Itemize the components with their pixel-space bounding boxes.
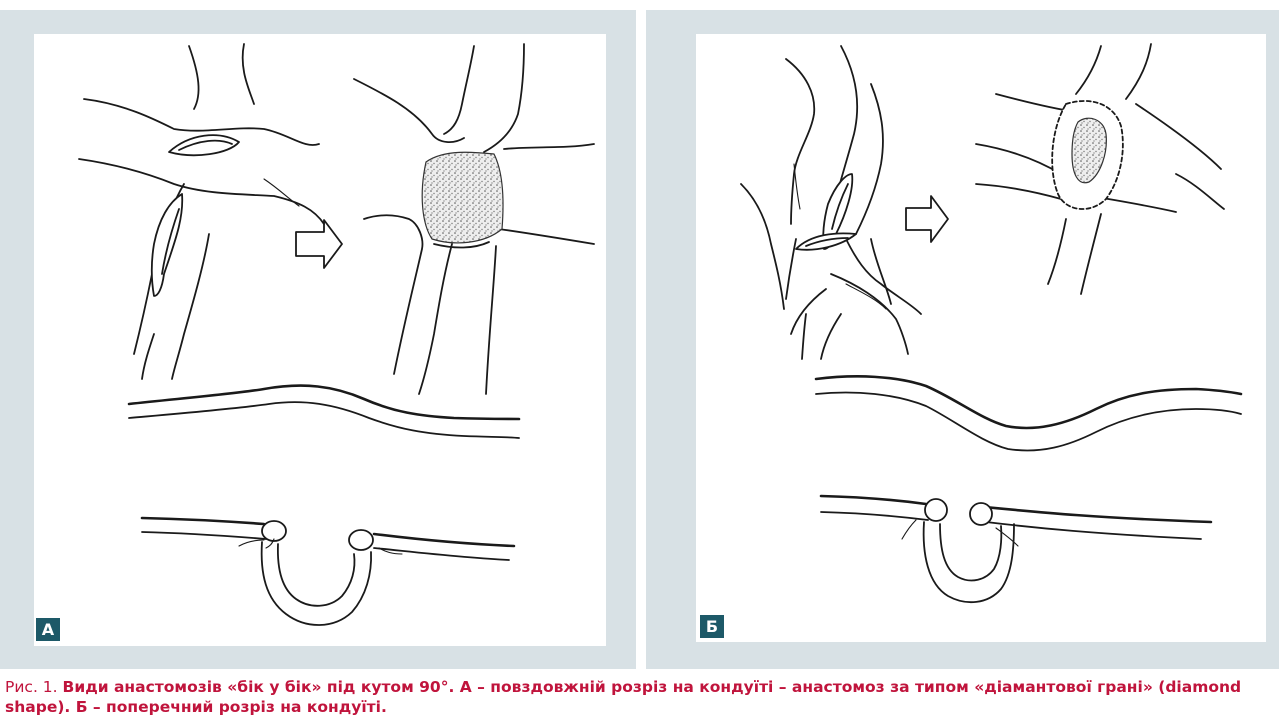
panel-b-illustration: Б xyxy=(696,34,1266,642)
conduit-wall-profile xyxy=(129,386,519,438)
side-to-side-anastomosis-loop xyxy=(821,496,1211,602)
crossing-vessels-longitudinal xyxy=(79,44,324,379)
diamond-anastomosis-result xyxy=(354,44,594,394)
figure-panel-b: Б xyxy=(646,10,1279,669)
arrow-icon xyxy=(906,196,948,242)
panel-label-a: А xyxy=(36,618,60,641)
figure-caption-prefix: Рис. 1. xyxy=(5,678,63,696)
diamond-anastomosis-drawing xyxy=(34,34,606,646)
figure-caption-text: Види анастомозів «бік у бік» під кутом 9… xyxy=(5,678,1241,716)
transverse-anastomosis-drawing xyxy=(696,34,1266,642)
arrow-icon xyxy=(296,220,342,268)
conduit-wall-profile xyxy=(816,376,1241,450)
crossing-vessels-transverse xyxy=(741,46,921,359)
transverse-anastomosis-result xyxy=(976,44,1224,294)
panel-label-b: Б xyxy=(700,615,724,638)
side-to-side-anastomosis-loop xyxy=(142,518,514,625)
figure-panel-a: А xyxy=(0,10,636,669)
panel-a-illustration: А xyxy=(34,34,606,646)
figure-caption: Рис. 1. Види анастомозів «бік у бік» під… xyxy=(5,677,1265,717)
